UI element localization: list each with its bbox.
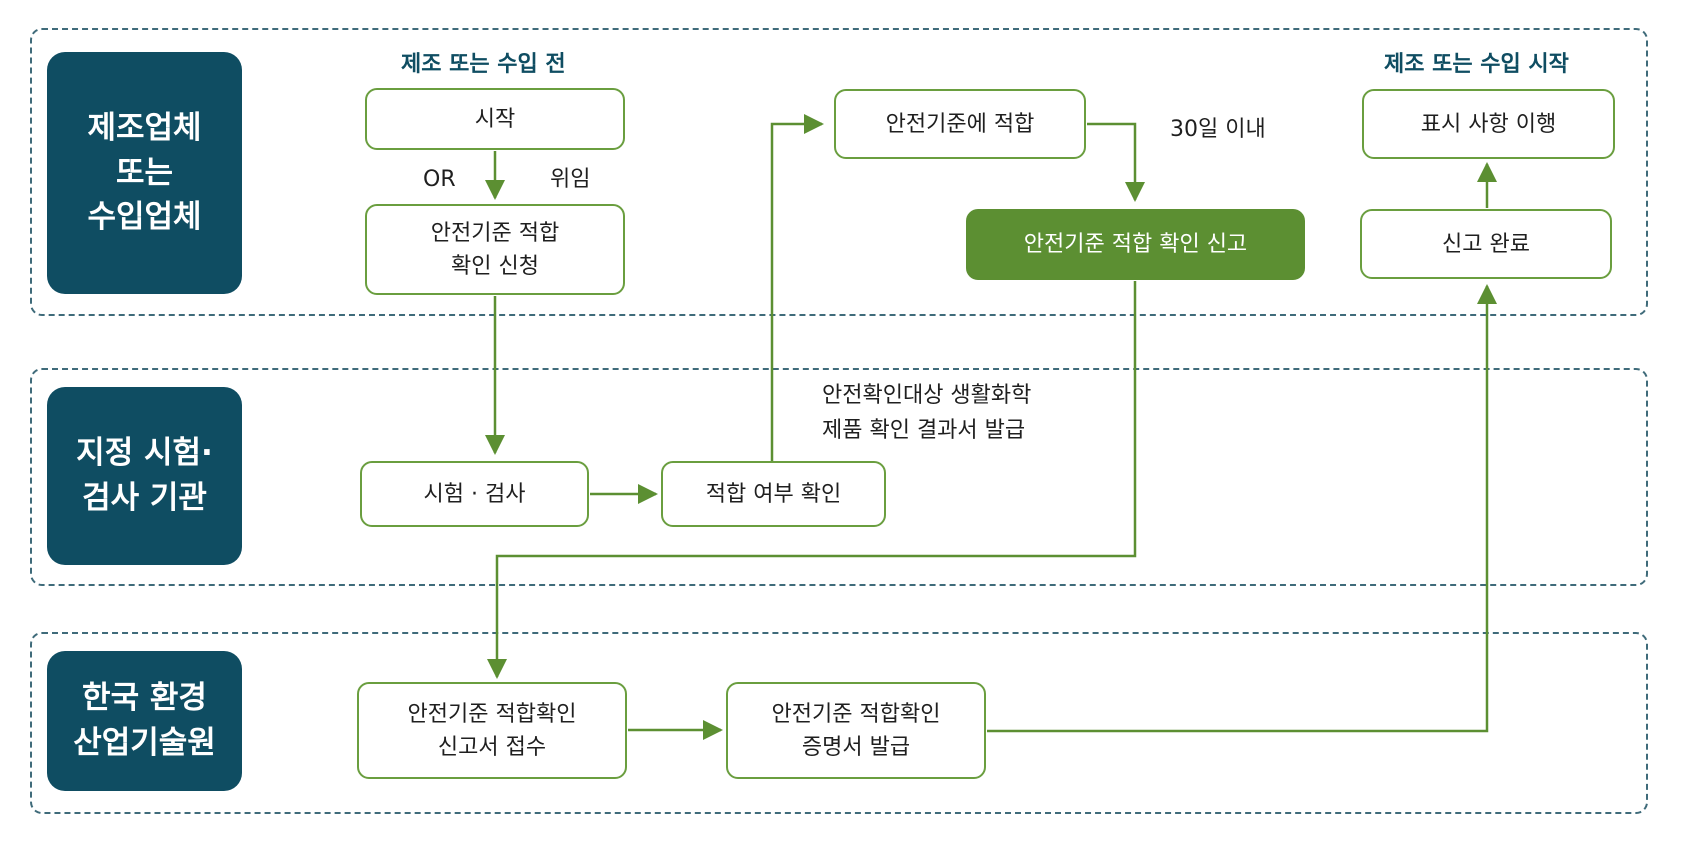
phase-start-label: 제조 또는 수입 시작 [1384,52,1569,77]
node-done: 신고 완료 [1360,209,1612,279]
arrow-check-to-conform [770,114,824,461]
node-check: 적합 여부 확인 [661,461,886,527]
phase-before-label: 제조 또는 수입 전 [401,52,566,77]
arrow-conform-to-report [1087,122,1145,202]
actor-keiti: 한국 환경 산업기술원 [47,651,242,791]
actor-manufacturer: 제조업체 또는 수입업체 [47,52,242,294]
node-apply: 안전기준 적합 확인 신청 [365,204,625,295]
delegate-label: 위임 [550,167,591,192]
lane-testing-agency [30,368,1648,586]
actor-testing-agency: 지정 시험· 검사 기관 [47,387,242,565]
lane-keiti [30,632,1648,814]
arrow-certificate-to-done [987,284,1497,733]
arrow-report-to-receive [487,281,1137,679]
node-test: 시험 · 검사 [360,461,589,527]
node-label-comply: 표시 사항 이행 [1362,89,1615,159]
or-label: OR [423,167,456,192]
node-certificate: 안전기준 적합확인 증명서 발급 [726,682,986,779]
node-report: 안전기준 적합 확인 신고 [966,209,1305,280]
lane-manufacturer [30,28,1648,316]
result-issue-label: 안전확인대상 생활화학 제품 확인 결과서 발급 [822,383,1032,444]
node-conform: 안전기준에 적합 [834,89,1086,159]
node-receive: 안전기준 적합확인 신고서 접수 [357,682,627,779]
node-start: 시작 [365,88,625,150]
within-30-days-label: 30일 이내 [1170,117,1266,142]
